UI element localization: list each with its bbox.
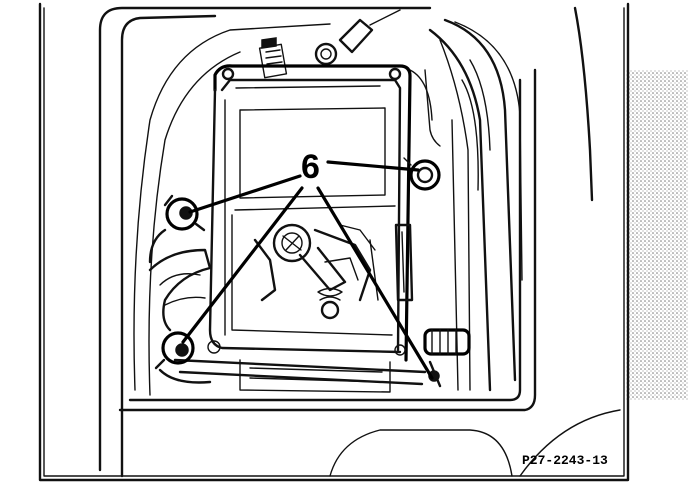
component-housing xyxy=(173,64,427,393)
figure-reference-code: P27-2243-13 xyxy=(522,453,608,468)
fastener-upper-right xyxy=(403,157,441,191)
fastener-lower-left xyxy=(154,331,195,370)
hose-bundle xyxy=(409,18,523,392)
callout-number: 6 xyxy=(301,148,320,186)
callout-leader-lines xyxy=(181,160,434,380)
figure-frame xyxy=(38,2,630,482)
shaded-panel-edge xyxy=(626,70,688,400)
fastener-upper-left xyxy=(163,194,206,232)
recess-outline xyxy=(118,23,537,412)
top-hardware xyxy=(258,9,401,79)
engine-bay-outline xyxy=(98,6,621,478)
mechanism-assembly xyxy=(253,223,414,320)
left-mount-assembly xyxy=(148,228,212,384)
